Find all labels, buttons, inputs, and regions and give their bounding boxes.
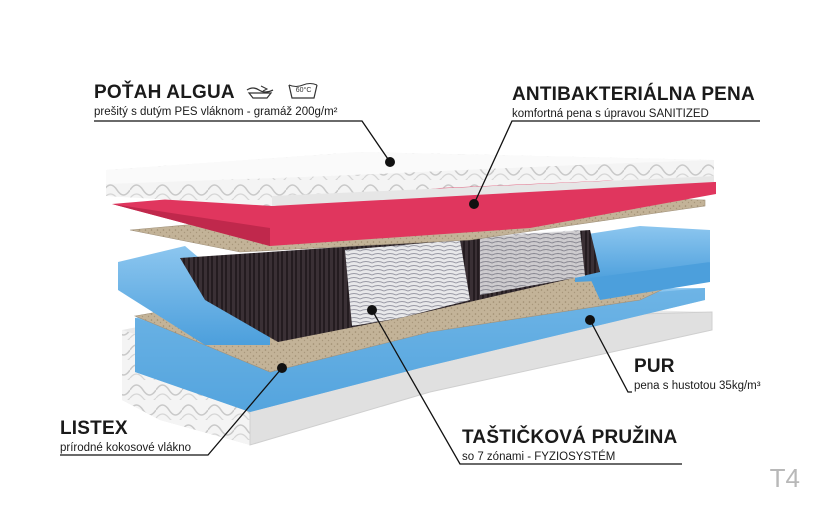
pur-title: PUR <box>634 356 675 377</box>
springs-label: TAŠTIČKOVÁ PRUŽINA so 7 zónami - FYZIOSY… <box>462 427 677 463</box>
pur-subtitle: pena s hustotou 35kg/m³ <box>634 380 761 392</box>
spring-dot <box>367 305 377 315</box>
listex-label: LISTEX prírodné kokosové vlákno <box>60 418 191 454</box>
foam-dot <box>469 199 479 209</box>
spring-layer <box>180 230 600 342</box>
cover-dot <box>385 157 395 167</box>
model-code: T4 <box>769 463 800 493</box>
springs-subtitle: so 7 zónami - FYZIOSYSTÉM <box>462 451 616 463</box>
pur-label: PUR pena s hustotou 35kg/m³ <box>634 356 761 392</box>
listex-dot <box>277 363 287 373</box>
pur-frame-layer <box>118 226 710 345</box>
antibacterial-title: ANTIBAKTERIÁLNA PENA <box>512 84 755 105</box>
wash-temp-text: 60°C <box>295 87 312 94</box>
listex-title: LISTEX <box>60 418 128 439</box>
springs-title: TAŠTIČKOVÁ PRUŽINA <box>462 427 678 448</box>
cover-label: POŤAH ALGUA 60°C prešitý s dutým PES vlá… <box>94 82 338 118</box>
leader-lines <box>60 120 760 465</box>
top-cover-layer <box>106 152 714 206</box>
cover-subtitle: prešitý s dutým PES vláknom - gramáž 200… <box>94 106 338 118</box>
cover-title: POŤAH ALGUA <box>94 82 235 103</box>
antibacterial-subtitle: komfortná pena s úpravou SANITIZED <box>512 108 709 120</box>
hand-wash-icon <box>245 82 275 100</box>
leader-dots <box>277 157 595 373</box>
antibacterial-label: ANTIBAKTERIÁLNA PENA komfortná pena s úp… <box>512 84 755 120</box>
listex-subtitle: prírodné kokosové vlákno <box>60 442 192 454</box>
wash-60-icon: 60°C <box>288 82 318 100</box>
pur-dot <box>585 315 595 325</box>
